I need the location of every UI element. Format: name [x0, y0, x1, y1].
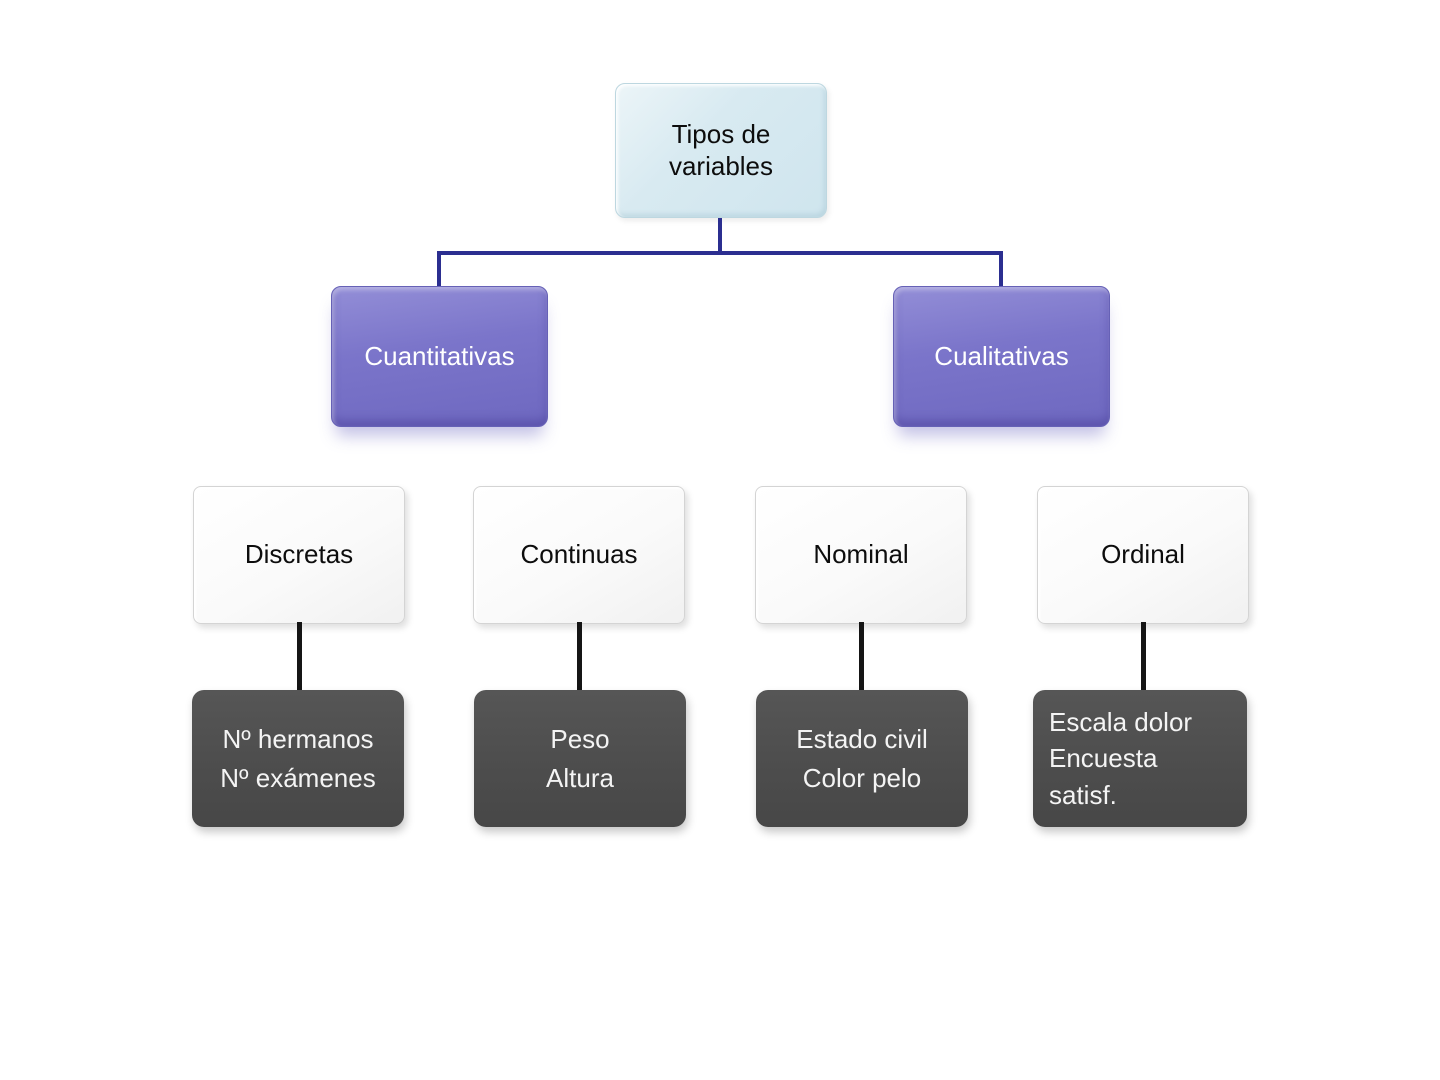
- node-ejemplos-continuas: Peso Altura: [474, 690, 686, 827]
- node-ejemplos-discretas: Nº hermanos Nº exámenes: [192, 690, 404, 827]
- node-discretas: Discretas: [193, 486, 405, 624]
- node-continuas: Continuas: [473, 486, 685, 624]
- node-ejemplos-ordinal: Escala dolor Encuesta satisf.: [1033, 690, 1247, 827]
- connector-discretas-examples: [297, 622, 302, 692]
- connector-branch-left-drop: [437, 251, 441, 288]
- node-tipos-de-variables: Tipos de variables: [615, 83, 827, 218]
- node-nominal: Nominal: [755, 486, 967, 624]
- node-ordinal: Ordinal: [1037, 486, 1249, 624]
- connector-branch-horizontal: [437, 251, 1003, 255]
- connector-root-stem: [718, 218, 722, 253]
- connector-continuas-examples: [577, 622, 582, 692]
- node-cualitativas: Cualitativas: [893, 286, 1110, 427]
- connector-ordinal-examples: [1141, 622, 1146, 692]
- node-ejemplos-nominal: Estado civil Color pelo: [756, 690, 968, 827]
- node-cuantitativas: Cuantitativas: [331, 286, 548, 427]
- connector-branch-right-drop: [999, 251, 1003, 288]
- connector-nominal-examples: [859, 622, 864, 692]
